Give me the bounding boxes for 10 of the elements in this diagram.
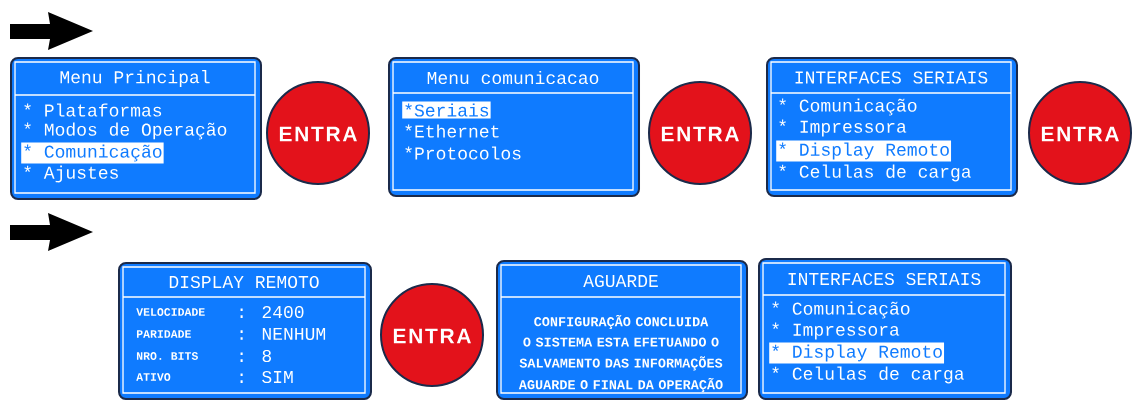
lcd-screen: INTERFACES SERIAIS * Comunicação * Impressora * Display Remoto * Celulas de carga (766, 57, 1018, 197)
lcd-screen: Menu comunicacao *Seriais *Ethernet *Protocolos (388, 57, 640, 197)
enter-button: ENTRA (648, 81, 752, 185)
lcd-screen: DISPLAY REMOTO VELOCIDADE : 2400 PARIDADE : NENHUM NRO. BITS : 8 ATIVO : SIM (118, 262, 372, 400)
lcd-screen: Menu Principal * Plataformas * Modos de Operação * Comunicação * Ajustes (10, 57, 262, 200)
lcd-screen: INTERFACES SERIAIS * Comunicação * Impressora * Display Remoto * Celulas de carga (758, 258, 1012, 400)
enter-button: ENTRA (266, 81, 370, 185)
lcd-screen: AGUARDE CONFIGURAÇÃO CONCLUIDA O SISTEMA ESTA EFETUANDO O SALVAMENTO DAS INFORMAÇÕES AGUARDE O FINAL DA OPERAÇÃO (496, 260, 748, 400)
enter-button: ENTRA (1028, 81, 1132, 185)
enter-button: ENTRA (380, 283, 484, 387)
